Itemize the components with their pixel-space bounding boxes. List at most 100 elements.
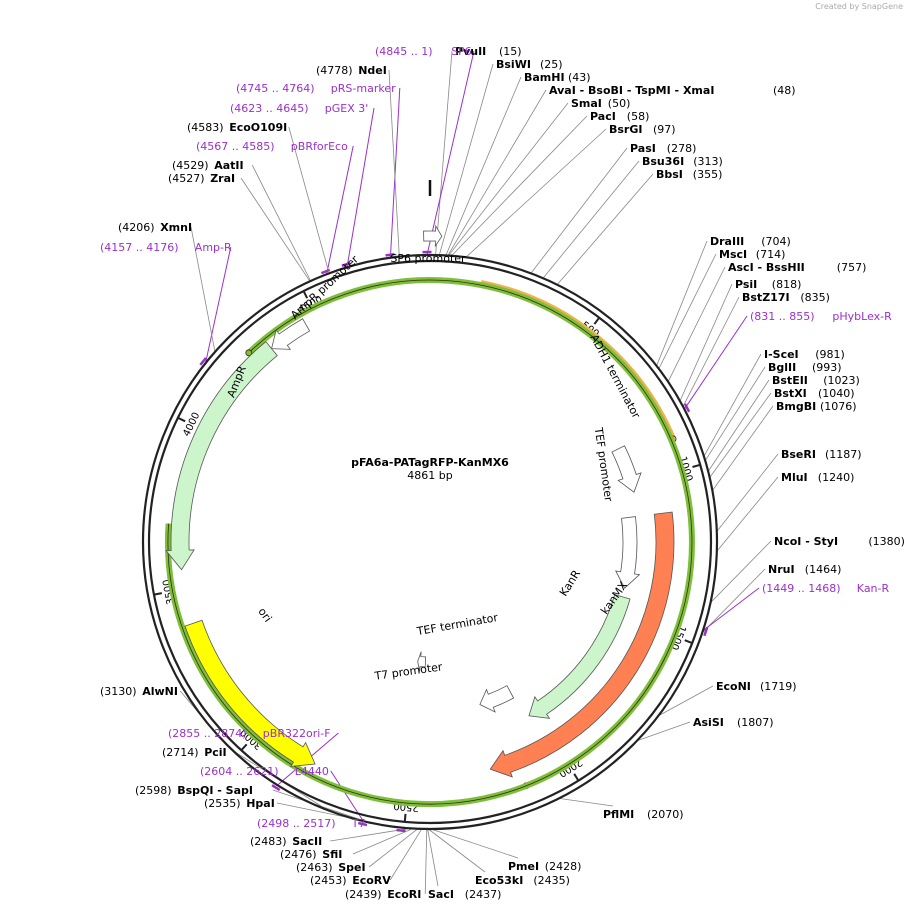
site-enzyme: SfiI	[322, 848, 342, 861]
leader-line	[704, 366, 766, 461]
leader-line	[716, 453, 779, 532]
primer-name: pRS-marker	[331, 82, 396, 95]
leader-line	[389, 87, 401, 258]
site-position: (835)	[800, 291, 830, 304]
feature-ampr	[165, 341, 278, 571]
site-position: (15)	[499, 45, 522, 58]
primer-position: (4745 .. 4764)	[236, 82, 315, 95]
site-position: (2435)	[533, 874, 570, 887]
primer-name: Amp-R	[195, 241, 232, 254]
primer-position: (831 .. 855)	[750, 310, 815, 323]
site-enzyme: SpeI	[338, 861, 365, 874]
leader-line	[636, 721, 691, 742]
site-enzyme: AscI - BssHII	[728, 261, 805, 274]
feature-tef-promoter	[615, 516, 641, 589]
leader-line	[703, 353, 762, 457]
site-position: (1023)	[823, 374, 860, 387]
tick-mark	[240, 743, 248, 751]
leader-line	[709, 392, 772, 478]
site-enzyme: SacII	[292, 835, 322, 848]
leader-line	[428, 828, 486, 873]
tick-mark	[302, 290, 309, 299]
feature-label: SP6 promoter	[390, 252, 466, 265]
site-position: (4778)	[316, 64, 353, 77]
snapgene-credit: Created by SnapGene	[815, 2, 903, 11]
site-enzyme: BbsI	[656, 168, 683, 181]
leader-line	[679, 283, 733, 402]
site-enzyme: AatII	[214, 159, 243, 172]
primer-name: pBRforEco	[291, 140, 348, 153]
site-enzyme: I-SceI	[764, 348, 799, 361]
leader-line	[352, 828, 414, 855]
site-enzyme: EcoO109I	[229, 121, 287, 134]
tick-mark	[153, 592, 163, 596]
site-enzyme: PflMI	[603, 808, 634, 821]
primer-site-mark	[703, 626, 709, 637]
feature-label: T7 promoter	[373, 660, 444, 683]
feature-label: TEF terminator	[415, 611, 499, 638]
site-position: (2714)	[162, 746, 199, 759]
primer-site-mark	[683, 403, 691, 413]
tick-mark	[593, 317, 601, 325]
site-enzyme: NdeI	[358, 64, 387, 77]
site-enzyme: SmaI	[571, 97, 602, 110]
site-position: (43)	[568, 71, 591, 84]
leader-line	[667, 266, 726, 382]
leader-line	[542, 160, 640, 279]
site-enzyme: EcoRV	[352, 874, 391, 887]
site-enzyme: BsrGI	[609, 123, 642, 136]
feature-label: ori	[255, 605, 274, 624]
site-enzyme: AlwNI	[142, 685, 178, 698]
plasmid-size: 4861 bp	[407, 469, 452, 482]
primer-site-mark	[385, 252, 395, 257]
primer-name: Kan-R	[857, 582, 890, 595]
leader-line	[558, 798, 614, 807]
leader-line	[658, 685, 714, 717]
site-enzyme: BsiWI	[496, 58, 531, 71]
site-position: (25)	[540, 58, 563, 71]
site-position: (1719)	[760, 680, 797, 693]
site-position: (818)	[772, 278, 802, 291]
primer-name: pGEX 3'	[325, 102, 369, 115]
primer-site-mark	[341, 261, 351, 267]
site-position: (97)	[653, 123, 676, 136]
site-enzyme: BglII	[768, 361, 796, 374]
site-enzyme: Eco53kI	[475, 874, 523, 887]
site-position: (1807)	[737, 716, 774, 729]
site-enzyme: MscI	[719, 248, 747, 261]
primer-name: pBR322ori-F	[263, 727, 331, 740]
site-enzyme: BmgBI	[776, 400, 816, 413]
site-position: (757)	[837, 261, 867, 274]
site-enzyme: PmeI	[508, 860, 539, 873]
feature-tef-terminator	[479, 685, 515, 713]
site-enzyme: XmnI	[160, 221, 192, 234]
site-position: (2453)	[310, 874, 347, 887]
leader-line	[447, 89, 547, 256]
leader-line	[465, 128, 607, 258]
outer-arcs	[164, 277, 695, 808]
site-enzyme: ZraI	[210, 172, 235, 185]
leader-line	[426, 50, 475, 256]
leader-line	[556, 173, 654, 285]
feature-label: KanR	[557, 567, 583, 598]
tick-mark	[684, 639, 693, 645]
feature-ampr-promoter	[271, 318, 311, 350]
site-enzyme: BspQI - SapI	[177, 784, 253, 797]
leader-line	[710, 540, 772, 603]
leader-line	[707, 379, 770, 472]
site-position: (2070)	[647, 808, 684, 821]
leader-line	[430, 828, 519, 859]
site-position: (2476)	[280, 848, 317, 861]
primer-position: (2604 .. 2621)	[200, 765, 279, 778]
tick-mark	[403, 813, 407, 822]
primer-position: (4845 .. 1)	[375, 45, 433, 58]
site-enzyme: EcoRI	[387, 888, 421, 901]
outer-arc-line	[167, 279, 693, 805]
site-position: (4583)	[187, 121, 224, 134]
leader-line	[451, 115, 588, 257]
site-enzyme: HpaI	[246, 797, 275, 810]
site-enzyme: MluI	[781, 471, 808, 484]
site-position: (1040)	[818, 387, 855, 400]
site-position: (714)	[756, 248, 786, 261]
